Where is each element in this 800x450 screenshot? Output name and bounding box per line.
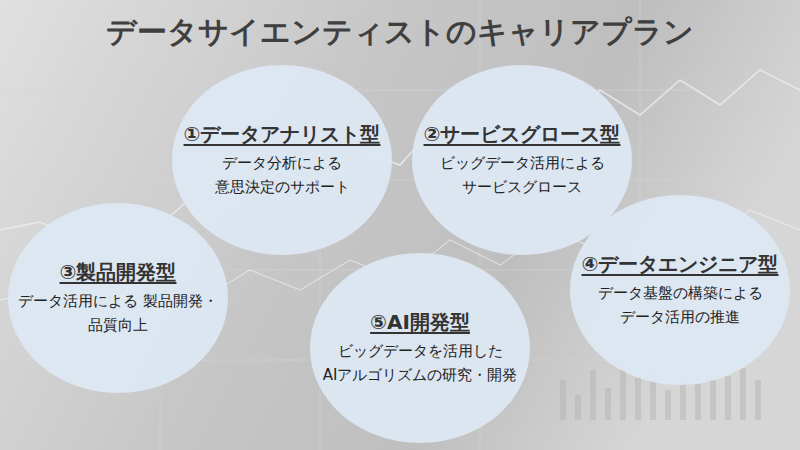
career-description: データ活用による 製品開発・品質向上 — [16, 289, 221, 337]
career-heading: ③製品開発型 — [60, 259, 177, 285]
diagram-title: データサイエンティストのキャリアプラン — [0, 12, 800, 53]
career-circle: ④データエンジニア型データ基盤の構築による データ活用の推進 — [570, 195, 790, 385]
career-description: ビッグデータを活用した AIアルゴリズムの研究・開発 — [318, 339, 523, 387]
career-circle: ①データアナリスト型データ分析による 意思決定のサポート — [172, 65, 392, 255]
career-circle: ③製品開発型データ活用による 製品開発・品質向上 — [8, 203, 228, 393]
career-description: データ分析による 意思決定のサポート — [180, 151, 385, 199]
career-heading: ②サービスグロース型 — [424, 121, 621, 147]
career-description: ビッグデータ活用による サービスグロース — [420, 151, 625, 199]
career-circle: ⑤AI開発型ビッグデータを活用した AIアルゴリズムの研究・開発 — [310, 253, 530, 443]
career-description: データ基盤の構築による データ活用の推進 — [578, 281, 783, 329]
career-heading: ①データアナリスト型 — [184, 121, 381, 147]
career-heading: ④データエンジニア型 — [582, 251, 779, 277]
career-heading: ⑤AI開発型 — [370, 309, 470, 335]
